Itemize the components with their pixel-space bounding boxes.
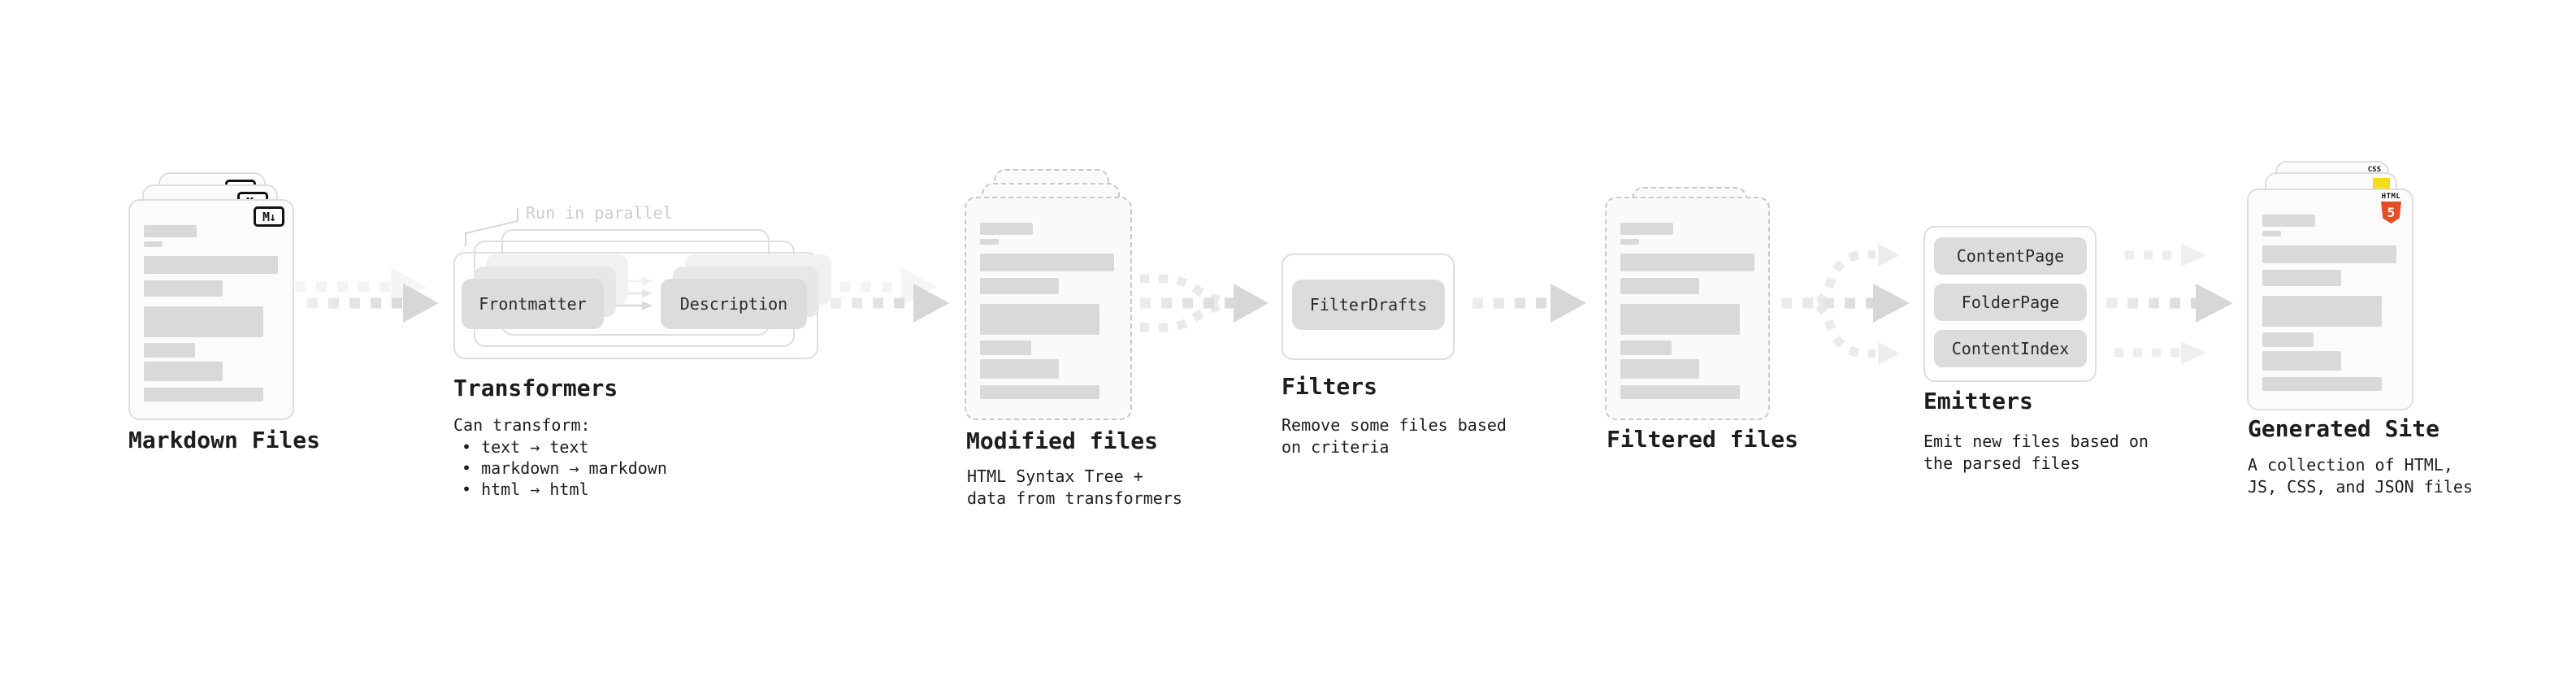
stage-label-filtered: Filtered files: [1607, 426, 1799, 453]
stage-label-transformers: Transformers: [453, 375, 618, 401]
generated-desc: A collection of HTML, JS, CSS, and JSON …: [2248, 455, 2473, 497]
text-line-bar: [1620, 385, 1740, 399]
text-line-bar: [144, 343, 195, 358]
transformers-bullet: • html → html: [462, 479, 589, 499]
file-card: HTML 5: [2247, 189, 2413, 410]
text-line-bar: [144, 362, 223, 381]
filters-desc: Remove some files based on criteria: [1281, 415, 1507, 457]
text-line-bar: [144, 280, 223, 297]
text-line-bar: [980, 359, 1059, 379]
arrow-emitters-to-generated: [2106, 244, 2233, 364]
text-line-bar: [2262, 296, 2382, 327]
html5-label: HTML: [2381, 193, 2401, 201]
js-icon: [2373, 178, 2390, 189]
arrow-filters-to-filtered: [1472, 284, 1586, 323]
text-line-bar: [1620, 340, 1672, 355]
text-line-bar: [1620, 304, 1740, 335]
text-line-bar: [144, 388, 263, 401]
text-line-bar: [2262, 377, 2382, 391]
text-line-bar: [1620, 278, 1699, 294]
emitter-node-contentindex: ContentIndex: [1934, 330, 2087, 367]
stage-label-emitters: Emitters: [1923, 388, 2033, 414]
emitter-node-folderpage: FolderPage: [1934, 284, 2087, 321]
stage-label-generated: Generated Site: [2248, 415, 2440, 442]
text-line-bar: [2262, 351, 2341, 371]
text-line-bar: [2262, 231, 2281, 236]
text-line-bar: [980, 239, 999, 245]
run-in-parallel-callout: Run in parallel: [526, 203, 673, 223]
text-line-bar: [1620, 239, 1639, 245]
text-line-bar: [1620, 254, 1754, 271]
text-line-bar: [980, 340, 1031, 355]
emitters-desc: Emit new files based on the parsed files: [1923, 432, 2149, 473]
text-line-bar: [2262, 332, 2314, 347]
text-line-bar: [144, 306, 263, 337]
text-line-bar: [980, 385, 1099, 399]
text-line-bar: [1620, 223, 1673, 235]
file-card: [965, 197, 1132, 420]
filter-node-filterdrafts: FilterDrafts: [1292, 280, 1445, 330]
emitter-node-contentpage: ContentPage: [1934, 237, 2087, 275]
arrow-fanout-filtered-to-emitters: [1781, 244, 1910, 365]
transformer-node-frontmatter: Frontmatter: [462, 279, 604, 329]
transformers-bullet: • text → text: [462, 437, 589, 457]
text-line-bar: [980, 304, 1099, 335]
transformer-node-description: Description: [661, 279, 807, 329]
text-line-bar: [2262, 245, 2396, 263]
text-line-bar: [2262, 215, 2315, 227]
text-line-bar: [144, 256, 278, 274]
file-card: M↓: [128, 199, 294, 420]
stage-label-markdown: Markdown Files: [128, 427, 321, 453]
markdown-icon: M↓: [254, 206, 284, 227]
modified-desc: HTML Syntax Tree + data from transformer…: [967, 466, 1182, 508]
emitters-box: [1923, 226, 2097, 382]
html5-number: 5: [2387, 205, 2396, 220]
text-line-bar: [1620, 359, 1699, 379]
html5-icon: HTML 5: [2381, 193, 2401, 223]
text-line-bar: [980, 254, 1114, 271]
arrow-fanin-modified-to-filters: [1140, 274, 1268, 332]
arrow-markdown-to-transformers: [295, 267, 439, 323]
text-line-bar: [2262, 270, 2341, 286]
transformers-desc-title: Can transform:: [453, 415, 591, 435]
stage-label-filters: Filters: [1281, 373, 1378, 400]
arrow-transformers-to-modified: [818, 267, 949, 323]
filters-box: [1281, 254, 1455, 360]
text-line-bar: [144, 241, 163, 247]
file-card: [1605, 197, 1770, 420]
transformers-bullet: • markdown → markdown: [462, 458, 667, 478]
text-line-bar: [144, 225, 197, 237]
text-line-bar: [980, 223, 1033, 235]
stage-label-modified: Modified files: [966, 427, 1159, 454]
text-line-bar: [980, 278, 1059, 294]
